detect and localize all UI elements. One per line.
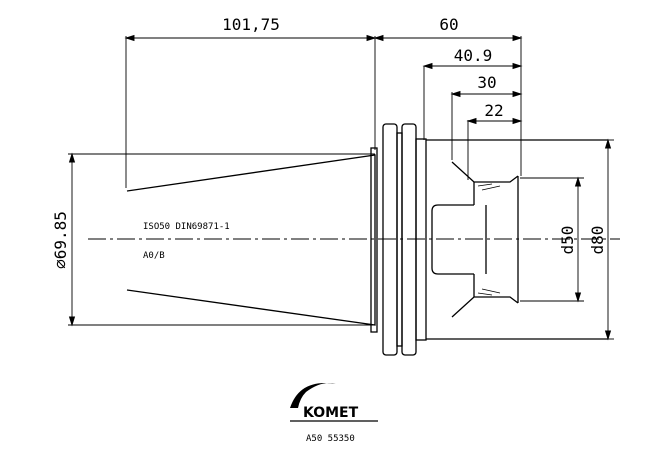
variant-label: A0/B [143,251,165,261]
dim-length-flange: 60 [439,15,458,34]
inner-chamfer-bottom [451,296,519,318]
dim-dia-outer: d80 [588,226,607,255]
extension-lines [68,36,614,340]
dim-dia-bore: d50 [558,226,577,255]
brand-logo: KOMET A50 55350 [290,383,378,444]
inner-chamfer-top [451,161,519,183]
hatching [477,183,501,296]
brand-name: KOMET [303,405,359,421]
spec-label: ISO50 DIN69871-1 [143,222,230,232]
dim-length-cone: 101,75 [222,15,280,34]
dim-length-3: 22 [484,101,503,120]
cone-base [370,147,378,333]
taper-cone [126,154,376,326]
logo-swoosh [290,383,336,408]
dim-length-2: 30 [477,73,496,92]
dim-length-1: 40.9 [454,46,493,65]
part-number: A50 55350 [306,434,355,444]
dimension-lines [68,34,612,341]
dim-dia-cone: ⌀69.85 [51,211,70,269]
